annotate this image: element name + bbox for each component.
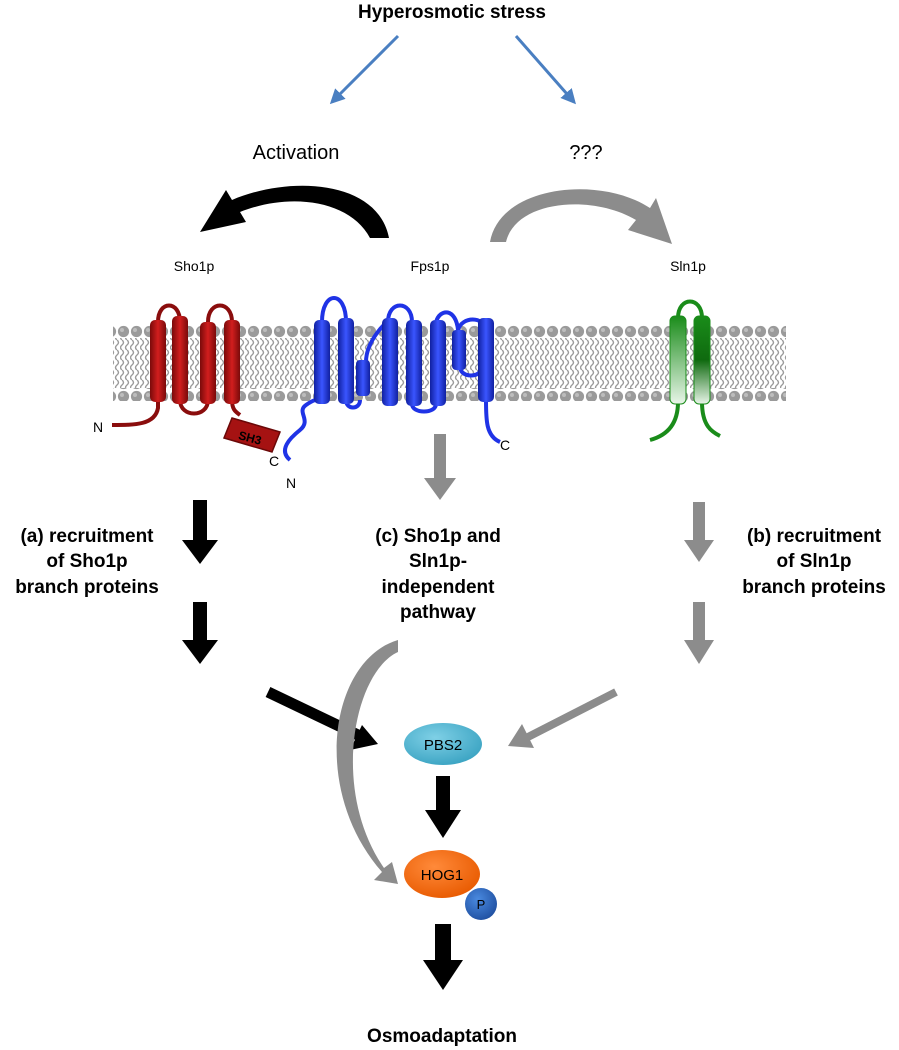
- arrow-b-1: [684, 502, 714, 562]
- sln1p-protein: [649, 299, 721, 442]
- unknown-label: ???: [569, 142, 602, 164]
- arrow-b-2: [684, 602, 714, 664]
- branch-a-label: (a) recruitment of Sho1p branch proteins: [15, 526, 159, 598]
- branch-c-line-4: pathway: [400, 602, 476, 623]
- arrow-b-to-pbs2: [508, 688, 618, 748]
- branch-b-line-2: of Sln1p: [777, 551, 852, 572]
- arrow-hog1-to-osmoadaptation: [423, 924, 463, 990]
- fps1-n-terminus: N: [286, 475, 296, 491]
- arrow-fps1-down: [424, 434, 456, 500]
- sln1p-label: Sln1p: [670, 258, 706, 274]
- arrow-c-to-hog1: [336, 640, 398, 884]
- branch-b-line-3: branch proteins: [742, 577, 886, 598]
- unknown-curve-arrow: [490, 189, 672, 244]
- activation-label: Activation: [253, 142, 340, 164]
- sho1-c-terminus: C: [269, 453, 279, 469]
- branch-c-label: (c) Sho1p and Sln1p- independent pathway: [375, 526, 501, 623]
- phospho-node: P: [465, 888, 497, 920]
- hog1-label: HOG1: [421, 867, 464, 884]
- stress-arrow-right: [514, 35, 576, 105]
- branch-c-line-2: Sln1p-: [409, 551, 467, 572]
- branch-a-line-3: branch proteins: [15, 577, 159, 598]
- branch-b-label: (b) recruitment of Sln1p branch proteins: [742, 526, 886, 598]
- outcome-label: Osmoadaptation: [367, 1026, 517, 1047]
- hog1-node: HOG1: [404, 850, 480, 898]
- title: Hyperosmotic stress: [358, 2, 546, 23]
- stress-arrow-left: [329, 34, 400, 105]
- branch-c-line-1: (c) Sho1p and: [375, 526, 501, 547]
- fps1p-label: Fps1p: [411, 258, 450, 274]
- arrow-a-1: [182, 500, 218, 564]
- branch-c-line-3: independent: [382, 577, 496, 598]
- phospho-label: P: [477, 897, 486, 912]
- sho1-n-terminus: N: [93, 419, 103, 435]
- pbs2-node: PBS2: [404, 723, 482, 765]
- sh3-label: SH3: [237, 428, 263, 448]
- arrow-a-2: [182, 602, 218, 664]
- fps1-c-terminus: C: [500, 437, 510, 453]
- branch-a-line-1: (a) recruitment: [20, 526, 154, 547]
- fps1p-protein: [283, 296, 501, 462]
- pbs2-label: PBS2: [424, 737, 462, 754]
- sh3-domain: SH3: [222, 417, 282, 453]
- branch-b-line-1: (b) recruitment: [747, 526, 882, 547]
- sho1p-protein: SH3: [111, 303, 282, 453]
- sho1p-label: Sho1p: [174, 258, 215, 274]
- branch-a-line-2: of Sho1p: [46, 551, 127, 572]
- arrow-pbs2-to-hog1: [425, 776, 461, 838]
- activation-curve-arrow: [200, 185, 389, 238]
